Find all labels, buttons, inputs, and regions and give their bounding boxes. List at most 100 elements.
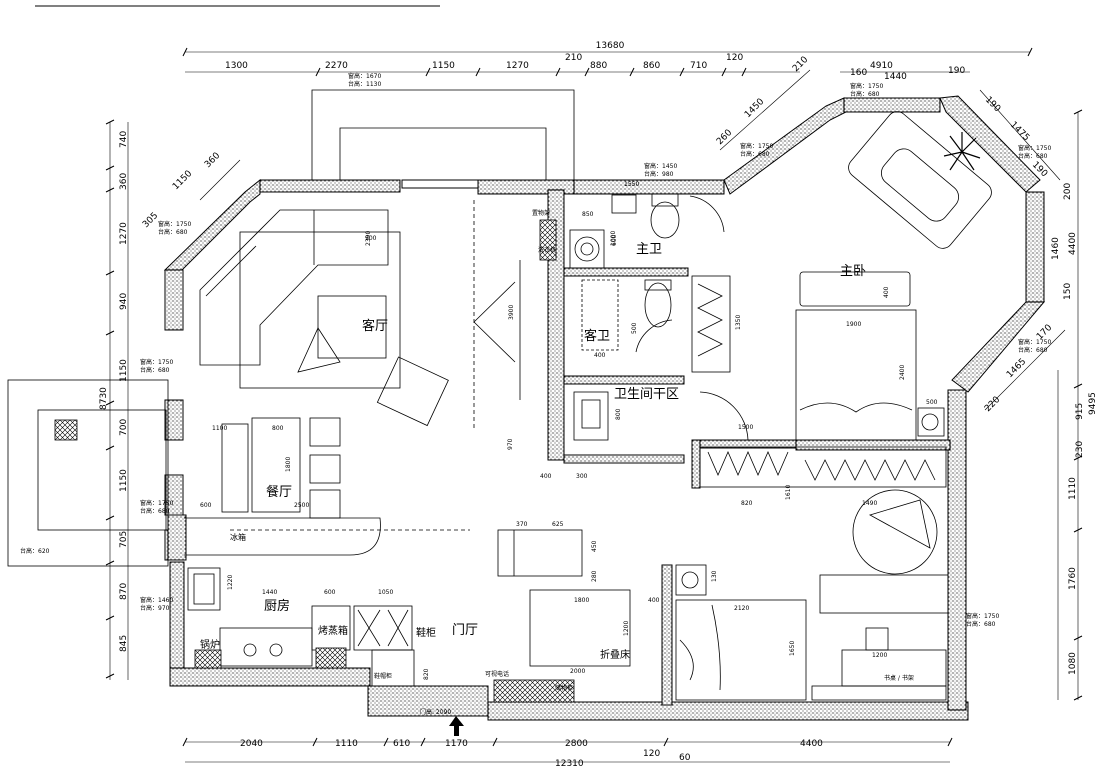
idim-23: 1200 xyxy=(872,652,887,659)
dim-r3: 1080 xyxy=(1068,652,1078,675)
win-note-10b: 台高：680 xyxy=(140,507,170,515)
dim-t11: 160 xyxy=(850,68,867,78)
idim-16: 280 xyxy=(591,570,598,582)
dim-b7: 120 xyxy=(643,749,660,759)
entrance-arrow-icon xyxy=(449,716,464,736)
idim-26: 1500 xyxy=(738,424,753,431)
dim-l1: 740 xyxy=(119,131,129,148)
win-note-7b: 台高：680 xyxy=(1018,346,1048,354)
win-note-1: 窗高：1670 xyxy=(348,72,381,80)
idim-17: 1800 xyxy=(574,597,589,604)
win-note-6: 窗高：1750 xyxy=(1018,144,1051,152)
idim-9: 1050 xyxy=(378,589,393,596)
dimension-lines xyxy=(109,51,1079,763)
dim-l7: 1150 xyxy=(119,469,129,492)
dim-b1: 2040 xyxy=(240,739,263,749)
label-desk: 书桌 / 书架 xyxy=(884,674,914,682)
dim-l2: 360 xyxy=(119,173,129,190)
dim-d1: 1150 xyxy=(171,169,194,192)
label-shoe-cabinet: 鞋柜 xyxy=(416,626,436,639)
dim-t3: 1150 xyxy=(432,61,455,71)
room-label-dining: 餐厅 xyxy=(266,484,292,500)
dims-right: 4400 1760 1080 915 9495 230 1110 xyxy=(1068,232,1098,675)
dim-l3: 1270 xyxy=(119,222,129,245)
room-label-living: 客厅 xyxy=(362,318,388,334)
dim-d10: 200 xyxy=(1063,183,1073,200)
idim-39: 970 xyxy=(507,438,514,450)
label-washer: 洗衣机 xyxy=(538,246,556,254)
dimension-ticks xyxy=(105,47,1083,747)
dim-t6: 880 xyxy=(590,61,607,71)
idim-13: 370 xyxy=(516,521,528,528)
dim-t13: 190 xyxy=(948,66,965,76)
room-labels: 客厅 餐厅 厨房 门厅 主卫 客卫 卫生间干区 主卧 xyxy=(264,242,866,638)
inner-dims: 900 3900 1100 800 1800 600 2500 1440 600… xyxy=(200,181,938,680)
win-note-3b: 台高：980 xyxy=(644,170,674,178)
bathrooms xyxy=(539,193,749,441)
window-notes: 窗高：1670 台高：1130 窗高：1750 台高：680 窗高：1450 台… xyxy=(20,72,1051,628)
dim-t5: 210 xyxy=(565,53,582,63)
dim-t2: 2270 xyxy=(325,61,348,71)
idim-1: 3900 xyxy=(508,305,515,320)
dim-l-total: 8730 xyxy=(99,387,109,410)
second-bedroom xyxy=(493,529,947,703)
win-note-4b: 台高：680 xyxy=(740,150,770,158)
idim-15: 450 xyxy=(591,540,598,552)
dining-area xyxy=(184,417,470,556)
walls xyxy=(163,95,1046,721)
win-note-12: 台高：620 xyxy=(20,547,50,555)
win-note-11b: 台高：970 xyxy=(140,604,170,612)
label-door-height: 门高: 2090 xyxy=(420,708,451,716)
idim-30: 2390 xyxy=(365,231,372,246)
dim-b6: 4400 xyxy=(800,739,823,749)
dim-t7: 860 xyxy=(643,61,660,71)
idim-31: 820 xyxy=(741,500,753,507)
dim-b9: 12310 xyxy=(555,759,584,769)
dim-d12: 1460 xyxy=(1051,237,1061,260)
dim-d6: 260 xyxy=(715,128,734,147)
idim-0: 900 xyxy=(365,235,377,242)
idim-43: 600 xyxy=(611,234,618,246)
dim-l8: 705 xyxy=(119,531,129,548)
idim-20: 2120 xyxy=(734,605,749,612)
win-note-2b: 台高：680 xyxy=(158,228,188,236)
idim-36: 1550 xyxy=(624,181,639,188)
room-label-foyer: 门厅 xyxy=(452,623,478,638)
idim-37: 400 xyxy=(594,352,606,359)
dim-b3: 610 xyxy=(393,739,410,749)
label-shoe-rack: 鞋帽柜 xyxy=(374,672,392,680)
idim-41: 300 xyxy=(576,473,588,480)
room-label-guest-bath: 客卫 xyxy=(584,328,610,344)
idim-28: 2400 xyxy=(899,365,906,380)
idim-25: 1000 xyxy=(610,231,617,246)
idim-22: 500 xyxy=(926,399,938,406)
plant-icon xyxy=(943,132,981,171)
idim-34: 500 xyxy=(631,322,638,334)
dim-t10: 4910 xyxy=(870,61,893,71)
idim-6: 2500 xyxy=(294,502,309,509)
dim-b8: 60 xyxy=(679,753,691,763)
win-note-5b: 台高：680 xyxy=(850,90,880,98)
idim-4: 1800 xyxy=(285,457,292,472)
idim-27: 400 xyxy=(883,286,890,298)
label-folding-bed: 折叠床 xyxy=(600,648,630,661)
dim-d8: 1475 xyxy=(1008,120,1031,143)
idim-19: 400 xyxy=(648,597,660,604)
idim-2: 1100 xyxy=(212,425,227,432)
dim-t1: 1300 xyxy=(225,61,248,71)
win-note-8b: 台高：680 xyxy=(966,620,996,628)
master-bedroom xyxy=(699,111,992,614)
idim-24: 1900 xyxy=(846,321,861,328)
idim-29: 1490 xyxy=(862,500,877,507)
dim-d14: 1465 xyxy=(1005,357,1028,380)
dim-t9: 120 xyxy=(726,53,743,63)
dim-l10: 845 xyxy=(119,635,129,652)
win-note-1b: 台高：1130 xyxy=(348,80,381,88)
label-oven: 烤蒸箱 xyxy=(318,624,348,637)
idim-8: 600 xyxy=(324,589,336,596)
win-note-11: 窗高：1460 xyxy=(140,596,173,604)
idim-5: 600 xyxy=(200,502,212,509)
dim-b5: 2800 xyxy=(565,739,588,749)
dim-t12: 1440 xyxy=(884,72,907,82)
idim-40: 400 xyxy=(540,473,552,480)
